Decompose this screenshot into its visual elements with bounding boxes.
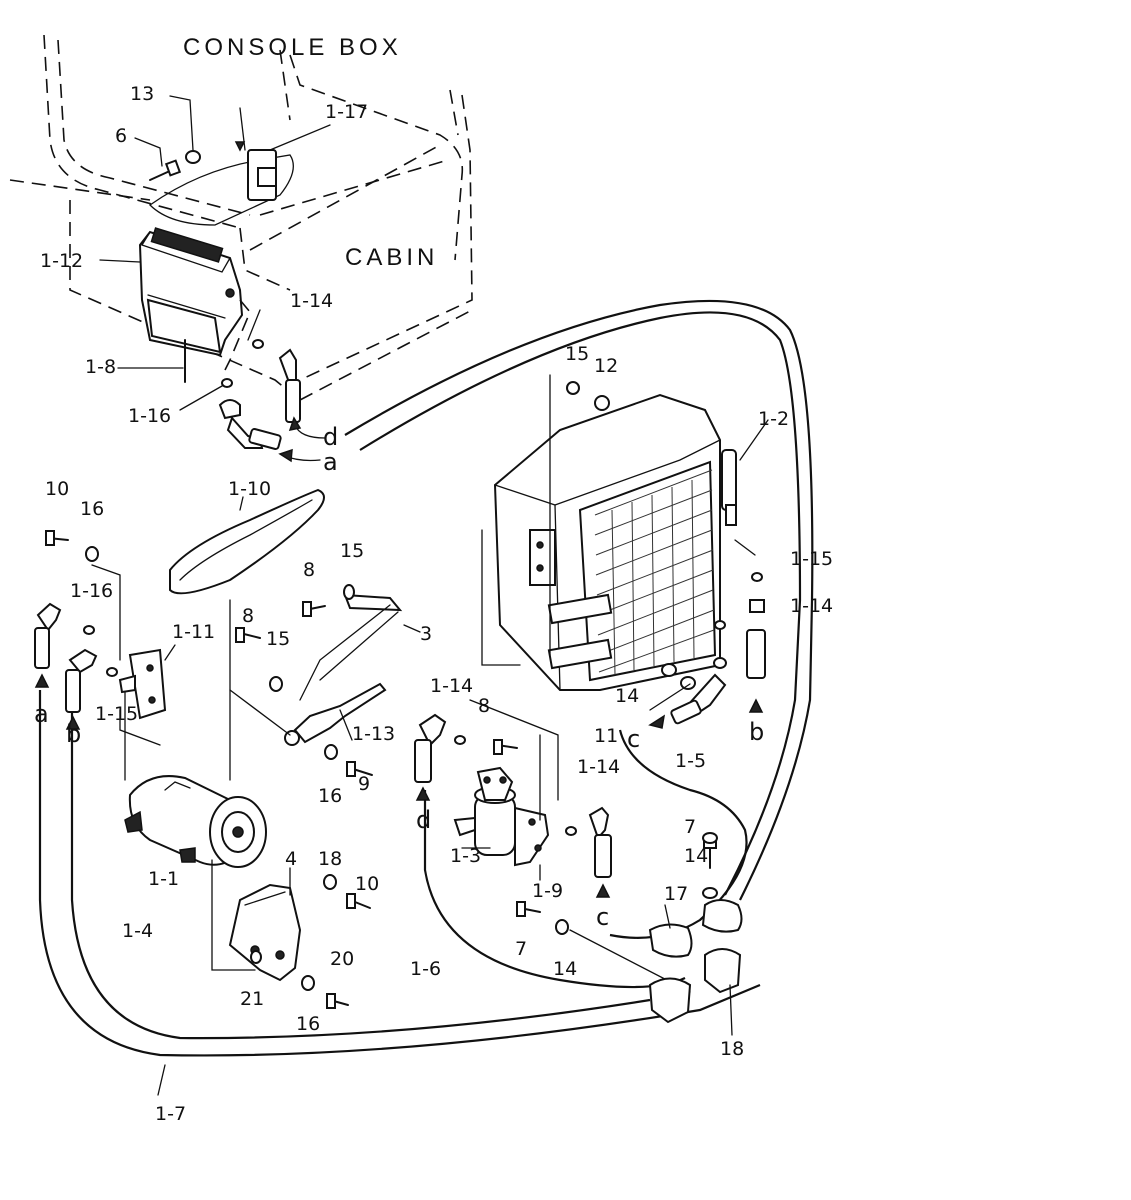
callout-1-6: 1-6 xyxy=(410,958,441,980)
part-1-2-condenser xyxy=(481,374,769,729)
callout-1-17: 1-17 xyxy=(325,101,368,123)
callout-1-4: 1-4 xyxy=(122,920,153,942)
hose-1-4-1-7 xyxy=(38,690,761,1096)
callout-1-8: 1-8 xyxy=(85,356,116,378)
callout-1-9: 1-9 xyxy=(532,880,563,902)
callout-8-belt: 8 xyxy=(303,559,315,581)
part-1-12-evaporator-unit xyxy=(99,227,251,383)
evaporator-hoses xyxy=(179,309,326,463)
callout-1-3: 1-3 xyxy=(450,845,481,867)
part-4-mount-bracket xyxy=(228,867,371,1009)
letter-b-right: b xyxy=(749,718,764,746)
part-1-11-bracket xyxy=(91,564,176,746)
callout-18-mid: 18 xyxy=(318,848,342,870)
callout-1-16-left: 1-16 xyxy=(70,580,113,602)
letter-c-cond: c xyxy=(627,725,640,753)
part-1-17-switch xyxy=(247,124,331,201)
callout-1-14-right: 1-14 xyxy=(790,595,833,617)
callout-1-14-dryer: 1-14 xyxy=(430,675,473,697)
callout-1-11: 1-11 xyxy=(172,621,215,643)
callout-14-cond: 14 xyxy=(615,685,639,707)
letter-a-left: a xyxy=(34,700,49,728)
callout-8-dryer: 8 xyxy=(478,695,490,717)
callout-16-bot: 16 xyxy=(296,1013,320,1035)
letter-d-mid: d xyxy=(416,806,431,834)
letter-c-mid: c xyxy=(596,903,609,931)
part-1-10-belt xyxy=(169,488,325,595)
part-1-1-compressor xyxy=(124,599,267,971)
part-13-washer xyxy=(169,95,201,164)
callout-18-right: 18 xyxy=(720,1038,744,1060)
cabin-label: CABIN xyxy=(345,244,438,271)
callout-7-right: 7 xyxy=(684,816,696,838)
callout-1-16-top: 1-16 xyxy=(128,405,171,427)
callout-13: 13 xyxy=(130,83,154,105)
part-callouts: 13 6 1-17 1-12 1-14 1-8 1-16 15 12 1-2 1… xyxy=(40,83,833,1125)
part-6-bolt-top xyxy=(134,137,182,181)
part-3-bracket xyxy=(299,593,421,701)
callout-1-5: 1-5 xyxy=(675,750,706,772)
callout-3: 3 xyxy=(420,623,432,645)
callout-1-7: 1-7 xyxy=(155,1103,186,1125)
letter-d-top: d xyxy=(323,423,338,451)
callout-14-bot: 14 xyxy=(553,958,577,980)
callout-1-14-top: 1-14 xyxy=(290,290,333,312)
callout-15-cond: 15 xyxy=(565,343,589,365)
region-labels: CONSOLE BOX CABIN xyxy=(183,34,438,271)
callout-17: 17 xyxy=(664,883,688,905)
drier-hoses xyxy=(414,713,612,898)
callout-8-mid: 8 xyxy=(242,605,254,627)
callout-1-13: 1-13 xyxy=(352,723,395,745)
callout-15-belt: 15 xyxy=(340,540,364,562)
part-bolts-middle xyxy=(235,584,373,777)
part-15-12-nuts xyxy=(566,381,610,411)
connection-letters: a d a b d c c b xyxy=(34,423,764,931)
callout-6-top: 6 xyxy=(115,125,127,147)
callout-4: 4 xyxy=(285,848,297,870)
callout-7-bot: 7 xyxy=(515,938,527,960)
console-box-shelf xyxy=(148,107,294,226)
callout-10-mid: 10 xyxy=(355,873,379,895)
callout-20: 20 xyxy=(330,948,354,970)
callout-9: 9 xyxy=(358,773,370,795)
callout-16-mid: 16 xyxy=(318,785,342,807)
letter-b-left: b xyxy=(66,720,81,748)
callout-1-15-left: 1-15 xyxy=(95,703,138,725)
callout-12: 12 xyxy=(594,355,618,377)
callout-21: 21 xyxy=(240,988,264,1010)
callout-1-1: 1-1 xyxy=(148,868,179,890)
callout-1-2: 1-2 xyxy=(758,408,789,430)
callout-1-15-right: 1-15 xyxy=(790,548,833,570)
part-left-fittings xyxy=(34,530,118,730)
callout-11: 11 xyxy=(594,725,618,747)
part-17-18-clamps xyxy=(648,832,743,1036)
callout-1-10: 1-10 xyxy=(228,478,271,500)
console-box-label: CONSOLE BOX xyxy=(183,34,402,61)
callout-15-mid: 15 xyxy=(266,628,290,650)
letter-a-top: a xyxy=(323,448,338,476)
part-1-3-receiver-drier xyxy=(453,699,577,881)
cabin-outline xyxy=(9,34,473,401)
callout-10-left: 10 xyxy=(45,478,69,500)
callout-1-12: 1-12 xyxy=(40,250,83,272)
callout-16-left: 16 xyxy=(80,498,104,520)
part-1-13-tension-rod xyxy=(229,682,387,746)
hose-top-loop xyxy=(344,299,814,901)
callout-1-14-dryer2: 1-14 xyxy=(577,756,620,778)
callout-14-right: 14 xyxy=(684,845,708,867)
